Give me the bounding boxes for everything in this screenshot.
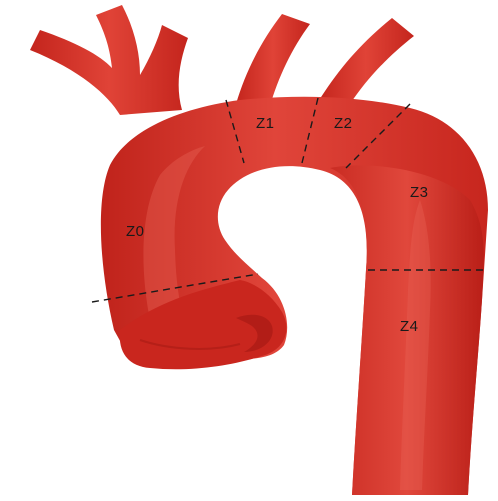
left-subclavian	[318, 18, 414, 104]
zone-label-z1: Z1	[256, 115, 275, 132]
zone-label-z2: Z2	[334, 115, 353, 132]
left-common-carotid	[236, 14, 310, 106]
zone-label-z3: Z3	[410, 184, 429, 201]
zone-label-z4: Z4	[400, 318, 419, 335]
brachiocephalic-trunk	[30, 5, 188, 115]
zone-label-z0: Z0	[126, 223, 145, 240]
